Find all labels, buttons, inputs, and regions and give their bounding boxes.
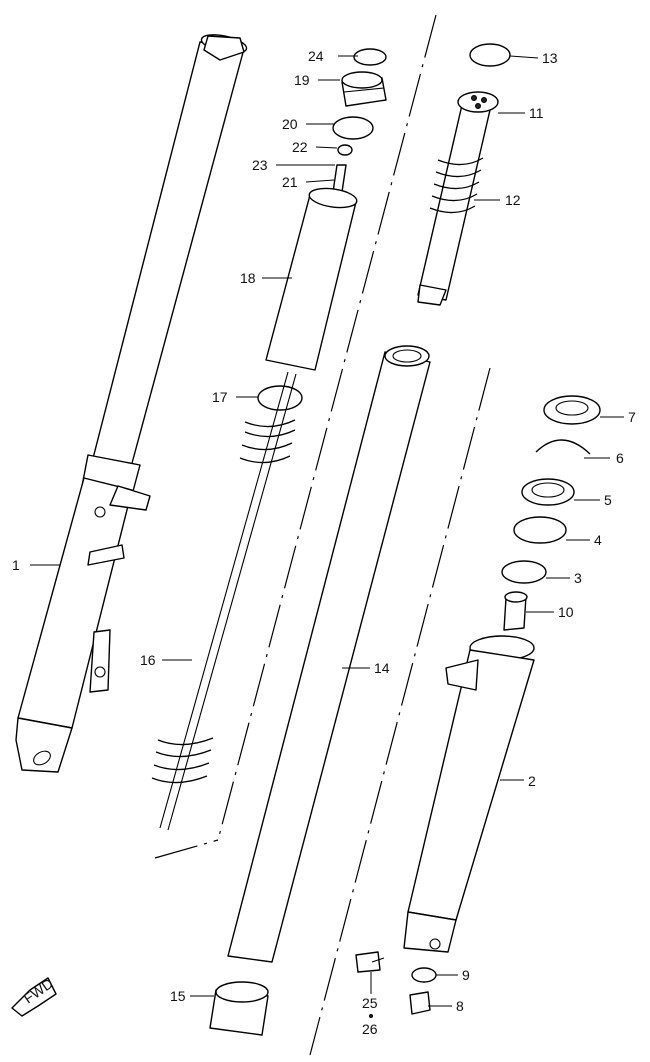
callout-24: 24 xyxy=(308,48,324,64)
part-2-outer-tube-lower xyxy=(403,635,535,953)
callout-23: 23 xyxy=(252,157,268,173)
callout-6: 6 xyxy=(616,450,624,466)
callout-5: 5 xyxy=(604,492,612,508)
part-14-inner-tube xyxy=(227,345,431,963)
callout-25: 25 xyxy=(362,995,378,1011)
part-16-damper-rod xyxy=(151,371,297,831)
callout-14: 14 xyxy=(374,660,390,676)
callout-12: 12 xyxy=(505,192,521,208)
part-9-washer xyxy=(411,967,437,983)
part-7-dust-seal xyxy=(543,395,601,425)
leader-lines xyxy=(30,55,624,1007)
part-13-ring xyxy=(469,43,511,67)
callout-8: 8 xyxy=(456,998,464,1014)
part-25-bolt xyxy=(355,951,385,973)
dot-separator xyxy=(369,1014,373,1018)
part-24-washer xyxy=(353,48,387,66)
fwd-arrow-icon: FWD xyxy=(11,975,57,1017)
part-19-cap-bolt xyxy=(341,71,387,107)
callout-26: 26 xyxy=(362,1021,378,1037)
part-15-bush xyxy=(209,981,269,1036)
callout-17: 17 xyxy=(212,389,228,405)
part-6-stopper-ring xyxy=(535,439,591,455)
callout-3: 3 xyxy=(574,570,582,586)
callout-1: 1 xyxy=(12,557,20,573)
part-11-spacer-tube xyxy=(417,91,499,306)
callout-22: 22 xyxy=(292,139,308,155)
callout-20: 20 xyxy=(282,116,298,132)
part-8-bolt xyxy=(409,991,431,1015)
group-box-left xyxy=(154,14,437,859)
callout-16: 16 xyxy=(140,652,156,668)
part-21-rod-tip xyxy=(332,164,347,193)
callout-9: 9 xyxy=(462,967,470,983)
part-4-seal-spacer xyxy=(513,516,567,544)
callout-2: 2 xyxy=(528,773,536,789)
part-18-damper-cylinder xyxy=(265,187,358,371)
part-10-oil-lock-piece xyxy=(503,591,528,631)
callout-18: 18 xyxy=(240,270,256,286)
callout-15: 15 xyxy=(170,988,186,1004)
part-22-small-ring xyxy=(337,144,353,156)
callout-13: 13 xyxy=(542,50,558,66)
callout-11: 11 xyxy=(529,105,544,121)
callout-19: 19 xyxy=(294,72,310,88)
callout-10: 10 xyxy=(558,604,574,620)
callout-21: 21 xyxy=(282,174,298,190)
part-1-outer-fork-tube xyxy=(15,34,248,773)
callout-4: 4 xyxy=(594,532,602,548)
part-17-ring xyxy=(257,385,303,411)
group-box-right xyxy=(309,367,491,1056)
part-20-o-ring xyxy=(332,116,374,140)
part-3-guide-metal xyxy=(501,560,547,584)
callout-7: 7 xyxy=(628,409,636,425)
part-12-spring xyxy=(429,157,484,214)
